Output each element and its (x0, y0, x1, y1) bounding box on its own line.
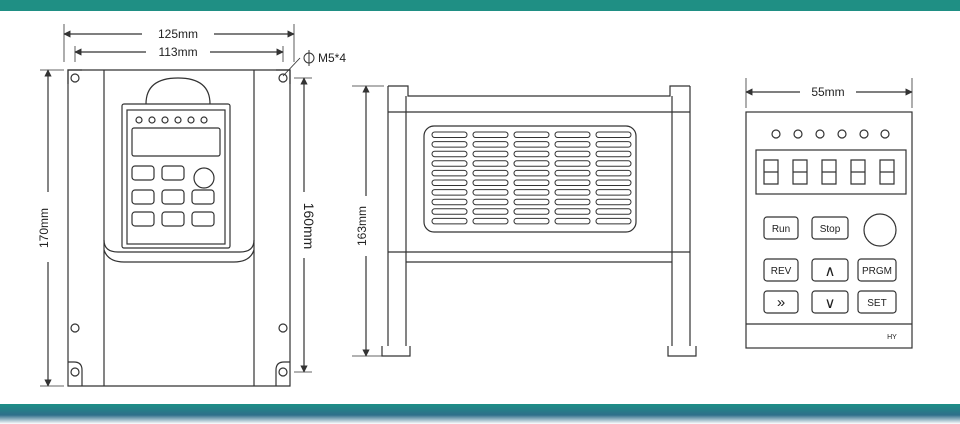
display-digit (879, 159, 895, 185)
vent-slot (472, 160, 509, 167)
vent-slot (554, 169, 591, 177)
run-key-label: Run (772, 224, 790, 235)
up-key (811, 258, 849, 282)
rev-key-label: REV (771, 266, 792, 277)
display-digit (763, 159, 779, 185)
vent-slot (472, 179, 509, 186)
vent-slot (513, 208, 550, 215)
prgm-key-label: PRGM (862, 266, 892, 277)
vent-slot (431, 160, 468, 167)
vent-slot (513, 198, 550, 206)
vent-slot (513, 160, 550, 167)
vent-slot (595, 131, 632, 138)
vent-slot (472, 169, 509, 177)
vent-slot (554, 141, 591, 148)
vent-slot (431, 169, 468, 177)
vent-slot (554, 198, 591, 206)
rev-key (763, 258, 799, 282)
set-key-label: SET (867, 298, 886, 309)
keypad-view (745, 78, 913, 349)
vent-slot (472, 198, 509, 206)
prgm-key (857, 258, 897, 282)
vent-slot (431, 189, 468, 196)
vent-slot (513, 131, 550, 138)
vent-slot (595, 189, 632, 196)
vent-slot (472, 217, 509, 225)
dim-160: 160mm (301, 203, 317, 250)
vent-slot (431, 131, 468, 138)
vent-slot (554, 217, 591, 225)
vent-slot (595, 179, 632, 186)
vent-slot (513, 150, 550, 158)
dim-170: 170mm (37, 208, 51, 248)
vent-slot (554, 131, 591, 138)
top-accent-bar (0, 0, 960, 11)
vent-slot (472, 150, 509, 158)
down-arrow-icon: ∨ (825, 295, 836, 312)
vent-slot (513, 189, 550, 196)
vent-slot (595, 160, 632, 167)
vent-slot (513, 141, 550, 148)
vent-slot (554, 160, 591, 167)
vent-slot (472, 141, 509, 148)
vent-slot (513, 169, 550, 177)
vent-slot (554, 150, 591, 158)
vent-slot (595, 208, 632, 215)
vent-slot (513, 179, 550, 186)
vent-slot (472, 189, 509, 196)
vent-slot (554, 179, 591, 186)
vent-slot (513, 217, 550, 225)
fwd-key (763, 290, 799, 314)
run-key (763, 216, 799, 240)
up-arrow-icon: ∧ (825, 263, 836, 280)
display-digit (821, 159, 837, 185)
fast-forward-icon: » (777, 294, 785, 311)
vent-slot (431, 208, 468, 215)
display-digit (792, 159, 808, 185)
vent-slot (554, 189, 591, 196)
bottom-accent-bar (0, 404, 960, 424)
dim-125: 125mm (158, 27, 198, 41)
vent-slot (431, 179, 468, 186)
dim-113: 113mm (158, 45, 197, 59)
stop-key-label: Stop (820, 224, 841, 235)
vent-slot (595, 169, 632, 177)
set-key (857, 290, 897, 314)
stop-key (811, 216, 849, 240)
vent-slot (431, 141, 468, 148)
down-key (811, 290, 849, 314)
dim-163: 163mm (355, 206, 369, 246)
vent-slot (595, 198, 632, 206)
vent-slot (595, 141, 632, 148)
vent-slot (554, 208, 591, 215)
side-view (352, 85, 697, 357)
vent-slot (472, 208, 509, 215)
vent-slot (595, 217, 632, 225)
vent-slot (431, 198, 468, 206)
front-view (40, 24, 315, 387)
mount-hole-label: M5*4 (318, 51, 346, 65)
dim-55: 55mm (811, 85, 844, 99)
vent-slot (472, 131, 509, 138)
vent-slot (595, 150, 632, 158)
vent-slot (431, 217, 468, 225)
brand-label: HY (887, 334, 897, 341)
vent-slot (431, 150, 468, 158)
display-digit (850, 159, 866, 185)
